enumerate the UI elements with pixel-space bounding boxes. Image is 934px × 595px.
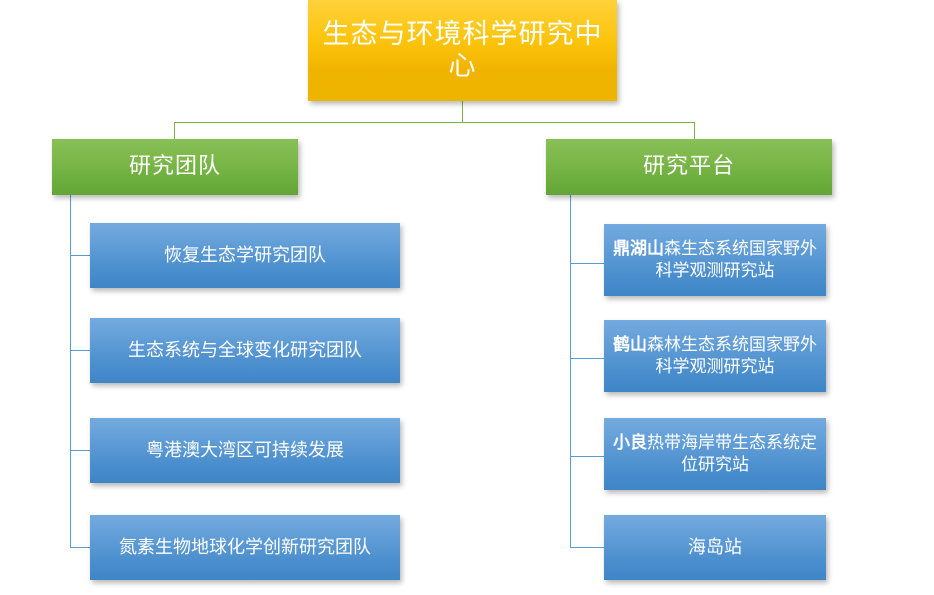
node-leaf-dinghushan-station-rest: 森生态系统国家野外科学观测研究站 <box>655 238 818 281</box>
node-leaf-greater-bay-area-sustainable-development[interactable]: 粤港澳大湾区可持续发展 <box>90 418 400 483</box>
connector-branch-left-drop <box>174 122 175 139</box>
connector-root-bus <box>174 122 695 123</box>
connector-left-stub-1 <box>70 255 90 256</box>
node-branch-research-teams-label: 研究团队 <box>128 154 221 180</box>
node-leaf-dinghushan-station-label: 鼎湖山森生态系统国家野外科学观测研究站 <box>612 238 818 283</box>
connector-right-stub-1 <box>570 263 604 264</box>
node-root-label: 生态与环境科学研究中心 <box>322 18 603 82</box>
node-leaf-greater-bay-area-sustainable-development-label: 粤港澳大湾区可持续发展 <box>146 439 344 461</box>
node-root[interactable]: 生态与环境科学研究中心 <box>308 0 617 101</box>
connector-right-stub-2 <box>570 358 604 359</box>
node-leaf-nitrogen-biogeochemistry-team[interactable]: 氮素生物地球化学创新研究团队 <box>90 515 400 580</box>
node-leaf-xiaoliang-station-label: 小良热带海岸带生态系统定位研究站 <box>612 432 818 477</box>
node-leaf-heshan-station-label: 鹤山森林生态系统国家野外科学观测研究站 <box>612 334 818 379</box>
node-leaf-xiaoliang-station-prefix: 小良 <box>613 432 647 453</box>
connector-left-stub-3 <box>70 450 90 451</box>
connector-right-stub-4 <box>570 547 604 548</box>
connector-left-spine <box>70 195 71 547</box>
node-leaf-ecosystem-global-change-team[interactable]: 生态系统与全球变化研究团队 <box>90 318 400 383</box>
node-leaf-restoration-ecology-team[interactable]: 恢复生态学研究团队 <box>90 223 400 288</box>
node-leaf-island-station[interactable]: 海岛站 <box>604 515 826 580</box>
node-leaf-heshan-station-rest: 森林生态系统国家野外科学观测研究站 <box>647 334 817 377</box>
node-leaf-restoration-ecology-team-label: 恢复生态学研究团队 <box>164 244 326 266</box>
node-leaf-heshan-station-prefix: 鹤山 <box>613 334 647 355</box>
node-leaf-nitrogen-biogeochemistry-team-label: 氮素生物地球化学创新研究团队 <box>119 536 371 558</box>
connector-left-stub-4 <box>70 547 90 548</box>
connector-left-stub-2 <box>70 350 90 351</box>
node-leaf-ecosystem-global-change-team-label: 生态系统与全球变化研究团队 <box>128 339 362 361</box>
node-leaf-dinghushan-station-prefix: 鼎湖山 <box>613 238 664 259</box>
node-branch-research-platforms[interactable]: 研究平台 <box>546 139 832 195</box>
connector-root-stem <box>462 101 463 123</box>
node-leaf-dinghushan-station[interactable]: 鼎湖山森生态系统国家野外科学观测研究站 <box>604 224 826 296</box>
node-branch-research-platforms-label: 研究平台 <box>642 154 735 180</box>
connector-right-spine <box>570 195 571 547</box>
connector-right-stub-3 <box>570 456 604 457</box>
node-leaf-island-station-label: 海岛站 <box>688 536 742 558</box>
node-leaf-xiaoliang-station-rest: 热带海岸带生态系统定位研究站 <box>647 432 817 475</box>
node-leaf-heshan-station[interactable]: 鹤山森林生态系统国家野外科学观测研究站 <box>604 320 826 392</box>
node-leaf-xiaoliang-station[interactable]: 小良热带海岸带生态系统定位研究站 <box>604 418 826 490</box>
connector-branch-right-drop <box>694 122 695 139</box>
node-branch-research-teams[interactable]: 研究团队 <box>52 139 298 195</box>
